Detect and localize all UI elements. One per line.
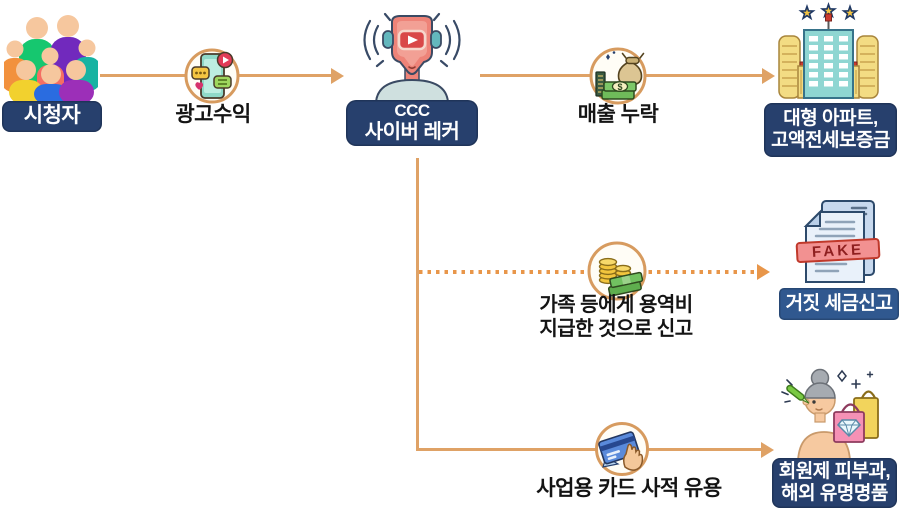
card-misuse-arrowhead-icon (761, 441, 774, 458)
buildings-icon (776, 2, 881, 102)
sales-omission-arrowhead-icon (762, 67, 775, 84)
beauty-shopping-icon (780, 368, 880, 460)
people-group-icon (4, 6, 98, 104)
svg-text:$: $ (617, 82, 622, 92)
cyber-wrecker-label-line2: 사이버 레커 (364, 121, 460, 144)
fake-document-icon: FAKE (794, 198, 882, 288)
family-fee-label: 가족 등에게 용역비 지급한 것으로 신고 (518, 293, 714, 342)
viewers-label-text: 시청자 (23, 104, 81, 128)
ad-revenue-label: 광고수익 (175, 103, 251, 126)
credit-card-icon (594, 421, 650, 477)
ad-revenue-arrowhead-icon (331, 67, 344, 84)
cyber-wrecker-icon (352, 10, 472, 102)
sales-omission-label: 매출 누락 (577, 103, 659, 126)
luxury-spending-label: 회원제 피부과, 해외 유명명품 (772, 458, 897, 508)
cyber-wrecker-label-line1: CCC (394, 101, 430, 121)
viewers-label: 시청자 (2, 101, 102, 132)
fake-tax-label: 거짓 세금신고 (779, 288, 899, 320)
luxury-label-line2: 해외 유명명품 (781, 483, 888, 504)
fake-stamp-text: FAKE (812, 241, 865, 261)
money-bag-icon: $ (588, 46, 648, 106)
apartment-label-line1: 대형 아파트, (783, 107, 878, 129)
branch-vertical-line (416, 158, 419, 451)
family-fee-arrowhead-icon (757, 264, 770, 280)
cyber-wrecker-label: CCC 사이버 레커 (346, 100, 478, 146)
card-misuse-arrow-line (416, 448, 762, 451)
family-fee-label-line1: 가족 등에게 용역비 (539, 294, 693, 316)
card-misuse-label: 사업용 카드 사적 유용 (536, 477, 722, 500)
smartphone-ads-icon (183, 47, 241, 105)
apartment-label: 대형 아파트, 고액전세보증금 (764, 103, 897, 157)
apartment-label-line2: 고액전세보증금 (771, 130, 890, 151)
family-fee-label-line2: 지급한 것으로 신고 (539, 318, 693, 341)
coin-stack-icon (586, 240, 648, 302)
luxury-label-line1: 회원제 피부과, (778, 460, 891, 482)
